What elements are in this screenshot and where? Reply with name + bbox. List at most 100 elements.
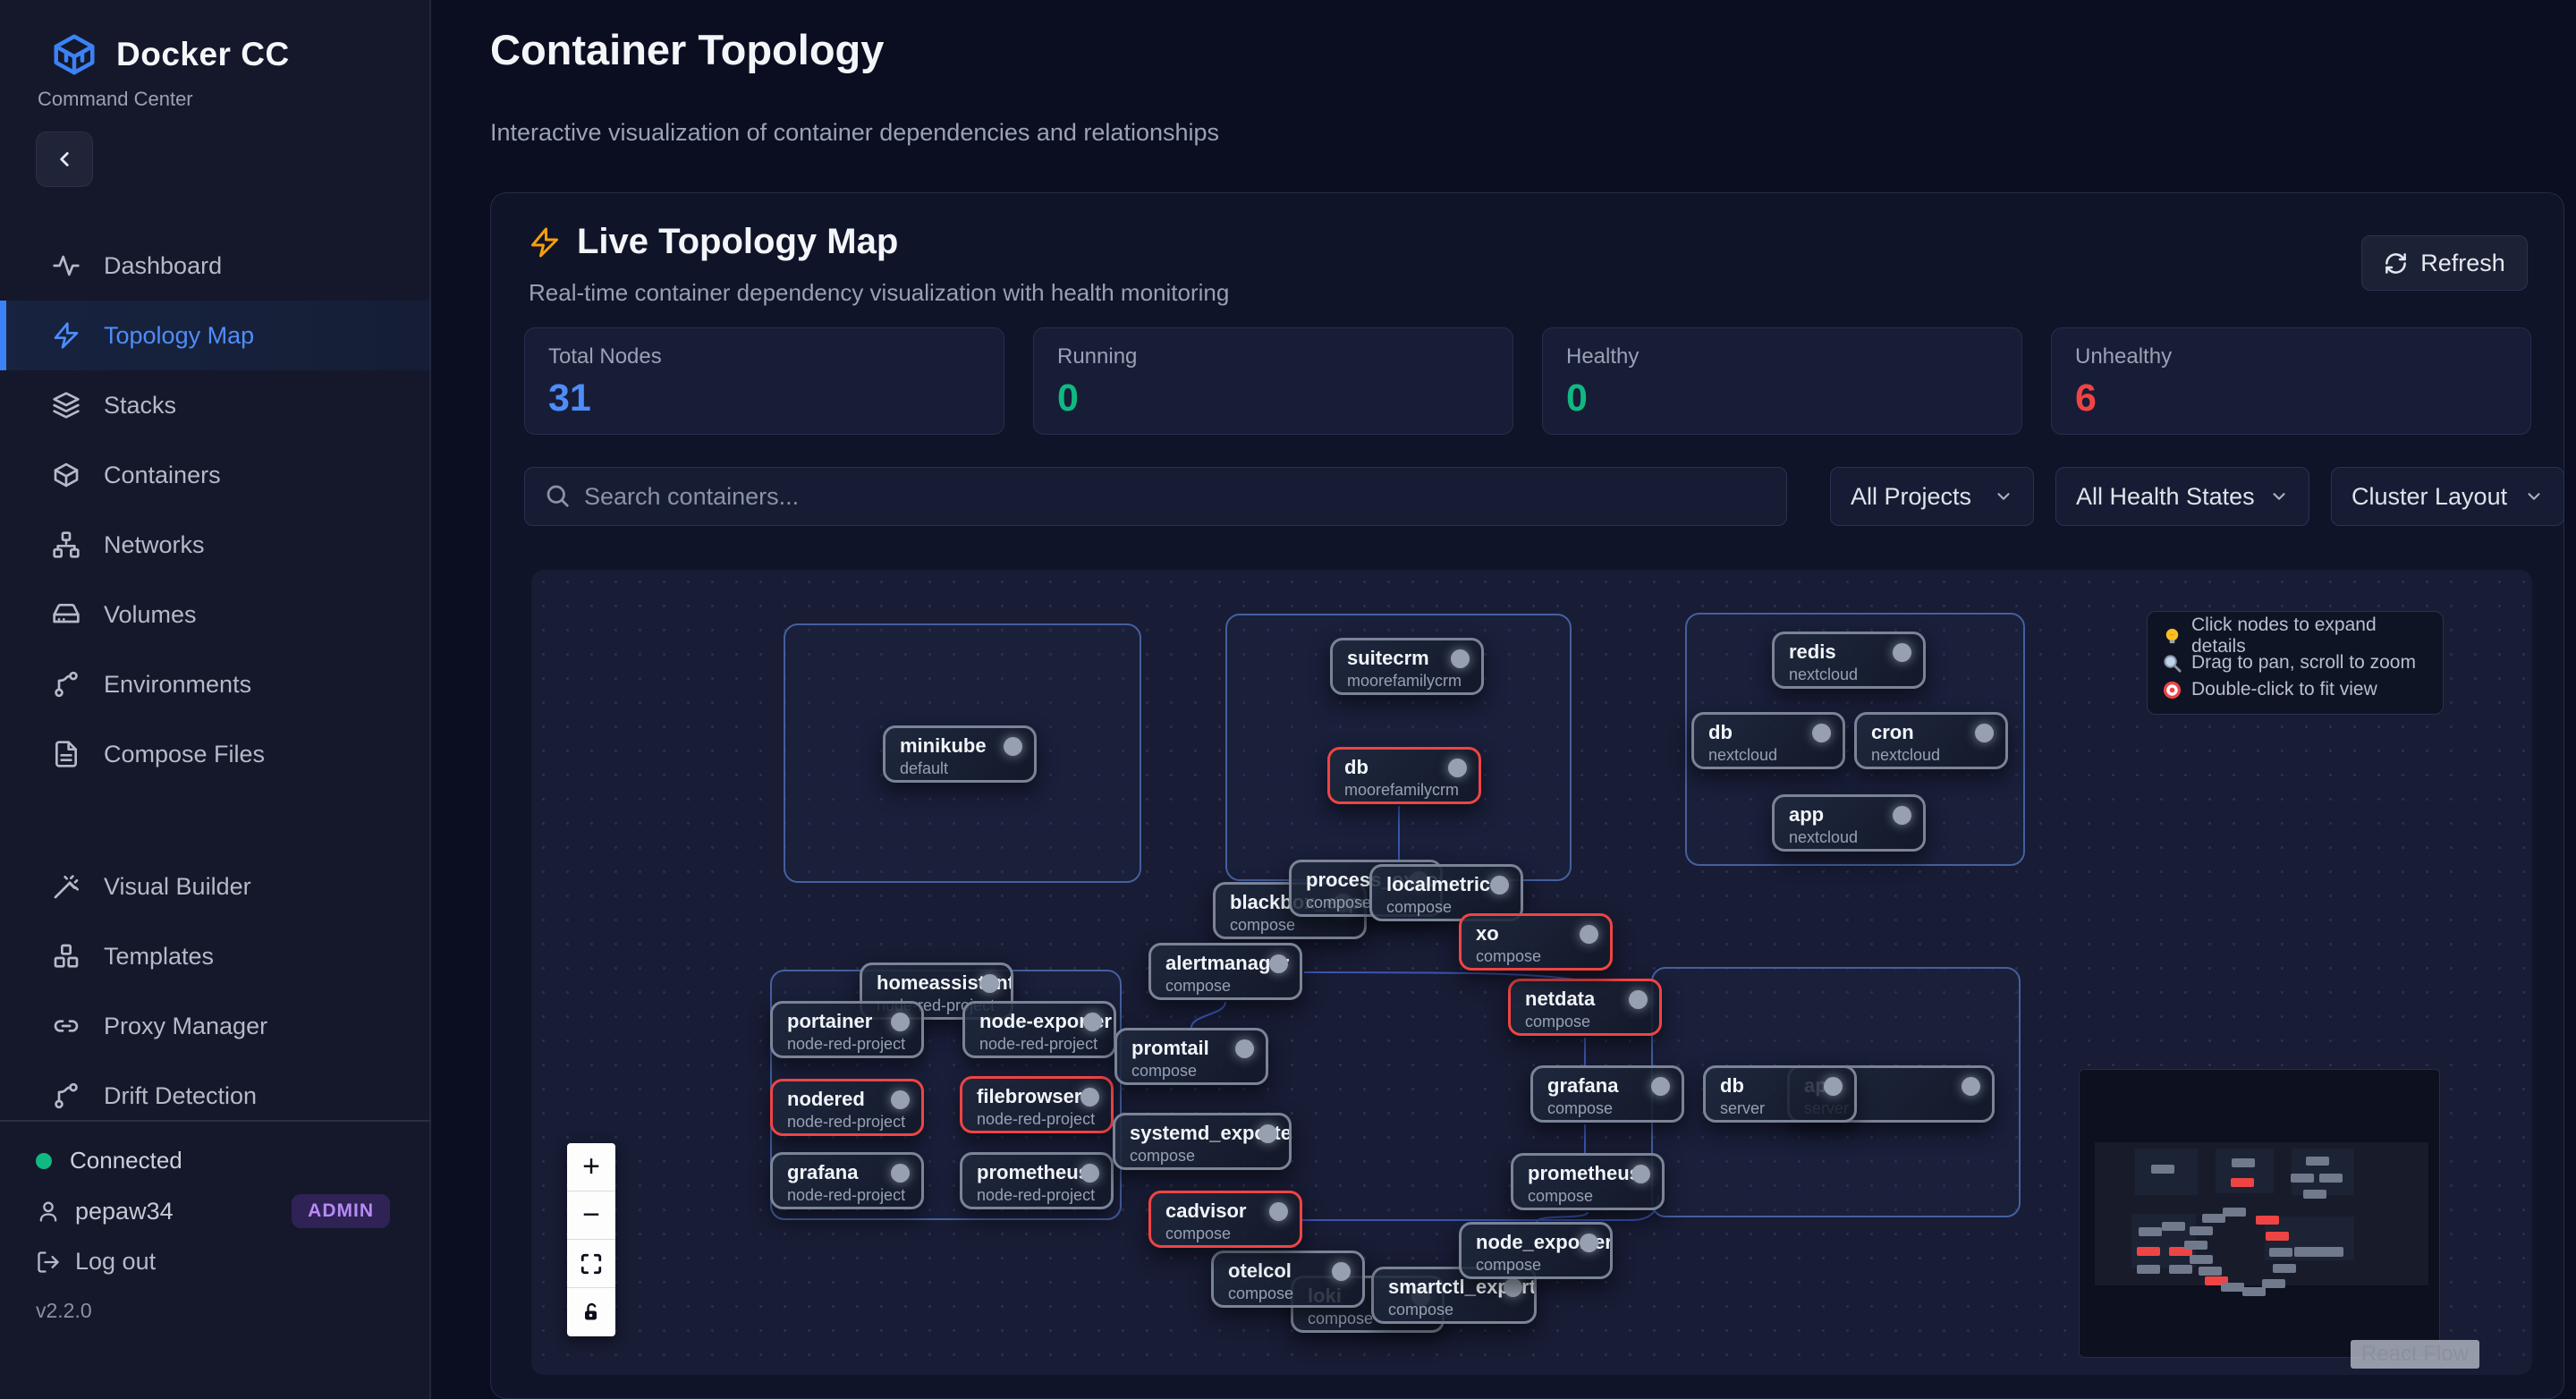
sidebar-item-visual-builder[interactable]: Visual Builder [0,852,429,921]
bulb-icon [2162,626,2182,647]
zoom-out-button[interactable]: − [567,1191,615,1240]
node-title: grafana [1547,1074,1619,1097]
health-filter-select[interactable]: All Health States [2055,467,2309,526]
sidebar-collapse-button[interactable] [36,131,93,187]
hard-drive-icon [52,600,80,629]
node-status-dot-icon [1004,737,1022,756]
sidebar-item-proxy-manager[interactable]: Proxy Manager [0,991,429,1061]
sidebar-item-dashboard[interactable]: Dashboard [0,231,429,301]
stat-unhealthy: Unhealthy 6 [2051,327,2531,435]
sidebar-item-topology-map[interactable]: Topology Map [0,301,429,370]
stat-healthy: Healthy 0 [1542,327,2022,435]
logout-icon [36,1250,61,1275]
logout-button[interactable]: Log out [36,1248,394,1276]
live-topology-panel: Live Topology Map Real-time container de… [490,192,2564,1399]
node-title: node_exporter [1476,1231,1613,1253]
zoom-in-button[interactable]: + [567,1143,615,1191]
minimap-node [2266,1232,2289,1241]
node-project: compose [1476,1256,1542,1274]
node-title: xo [1476,922,1499,945]
sidebar-item-containers[interactable]: Containers [0,440,429,510]
wand-icon [52,872,80,901]
minimap-node [2190,1226,2213,1235]
reactflow-attribution: React Flow [2351,1340,2480,1369]
stats-row: Total Nodes 31 Running 0 Healthy 0 Unhea… [524,327,2531,435]
zap-icon [52,321,80,350]
sidebar-item-networks[interactable]: Networks [0,510,429,580]
project-filter-select[interactable]: All Projects [1830,467,2034,526]
node-title: db [1720,1074,1744,1097]
network-icon [52,530,80,559]
node-title: promtail [1131,1037,1209,1059]
sidebar-item-environments[interactable]: Environments [0,649,429,719]
connection-status: Connected [36,1147,394,1174]
panel-title: Live Topology Map [577,222,899,261]
stat-running: Running 0 [1033,327,1513,435]
lightning-icon [529,226,561,259]
minimap-node [2273,1264,2296,1273]
refresh-button[interactable]: Refresh [2361,235,2528,291]
stat-running-value: 0 [1057,377,1079,420]
boxes-icon [52,942,80,971]
sidebar-item-templates[interactable]: Templates [0,921,429,991]
sidebar-item-compose-files[interactable]: Compose Files [0,719,429,789]
sidebar-item-stacks[interactable]: Stacks [0,370,429,440]
canvas-tips: Click nodes to expand details Drag to pa… [2147,611,2444,715]
stat-total-nodes: Total Nodes 31 [524,327,1004,435]
minimap-node [2137,1265,2160,1274]
node-status-dot-icon [1893,643,1911,662]
lock-button[interactable] [567,1288,615,1336]
node-status-dot-icon [1269,1202,1288,1221]
magnifier-icon [2162,653,2182,674]
minimap-node [2306,1157,2329,1166]
minimap[interactable] [2079,1069,2440,1358]
node-project: compose [1308,1310,1374,1327]
fit-view-button[interactable] [567,1240,615,1288]
minimap-node [2256,1216,2279,1225]
topology-canvas[interactable]: Click nodes to expand details Drag to pa… [531,570,2532,1375]
node-project: compose [1306,894,1372,911]
minimap-node [2205,1276,2228,1285]
node-title: cadvisor [1165,1200,1247,1222]
node-title: cron [1871,721,1914,743]
sidebar-item-volumes[interactable]: Volumes [0,580,429,649]
minimap-node [2232,1158,2255,1167]
node-title: systemd_exporter [1130,1122,1292,1144]
node-project: node-red-project [787,1113,906,1131]
node-status-dot-icon [980,974,999,993]
search-input[interactable] [524,467,1787,526]
panel-subtitle: Real-time container dependency visualiza… [529,279,1230,306]
role-badge: ADMIN [292,1194,390,1228]
minimap-node [2202,1214,2225,1223]
sidebar-item-drift-detection[interactable]: Drift Detection [0,1061,429,1131]
layout-select[interactable]: Cluster Layout [2331,467,2564,526]
node-status-dot-icon [1893,806,1911,825]
lock-open-icon [580,1301,602,1323]
